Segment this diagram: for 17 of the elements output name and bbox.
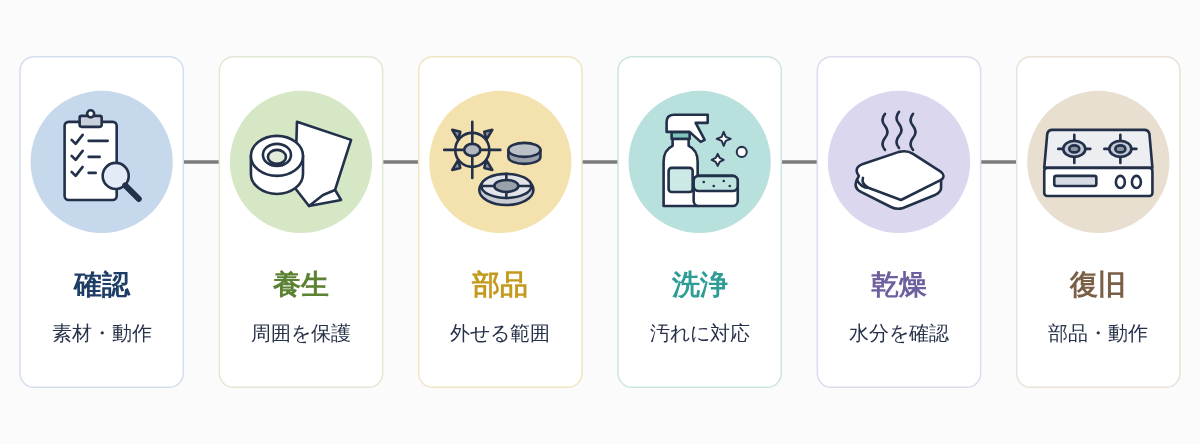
step-description: 汚れに対応 [649,320,750,348]
step-title: 洗浄 [671,268,728,302]
connector-line [781,160,818,164]
connector-line [581,160,619,164]
connector-line [183,160,220,164]
step-description: 素材・動作 [51,320,152,348]
step-title: 確認 [73,268,130,302]
step-description: 水分を確認 [848,320,950,348]
step-description: 外せる範囲 [450,320,551,348]
connector-line [980,160,1017,164]
step-title: 養生 [272,268,330,302]
step-title: 部品 [472,268,529,302]
step-title: 乾燥 [870,268,928,302]
step-description: 周囲を保護 [250,320,352,348]
step-description: 部品・動作 [1048,320,1149,348]
connector-line [382,160,419,164]
step-title: 復旧 [1070,268,1127,302]
